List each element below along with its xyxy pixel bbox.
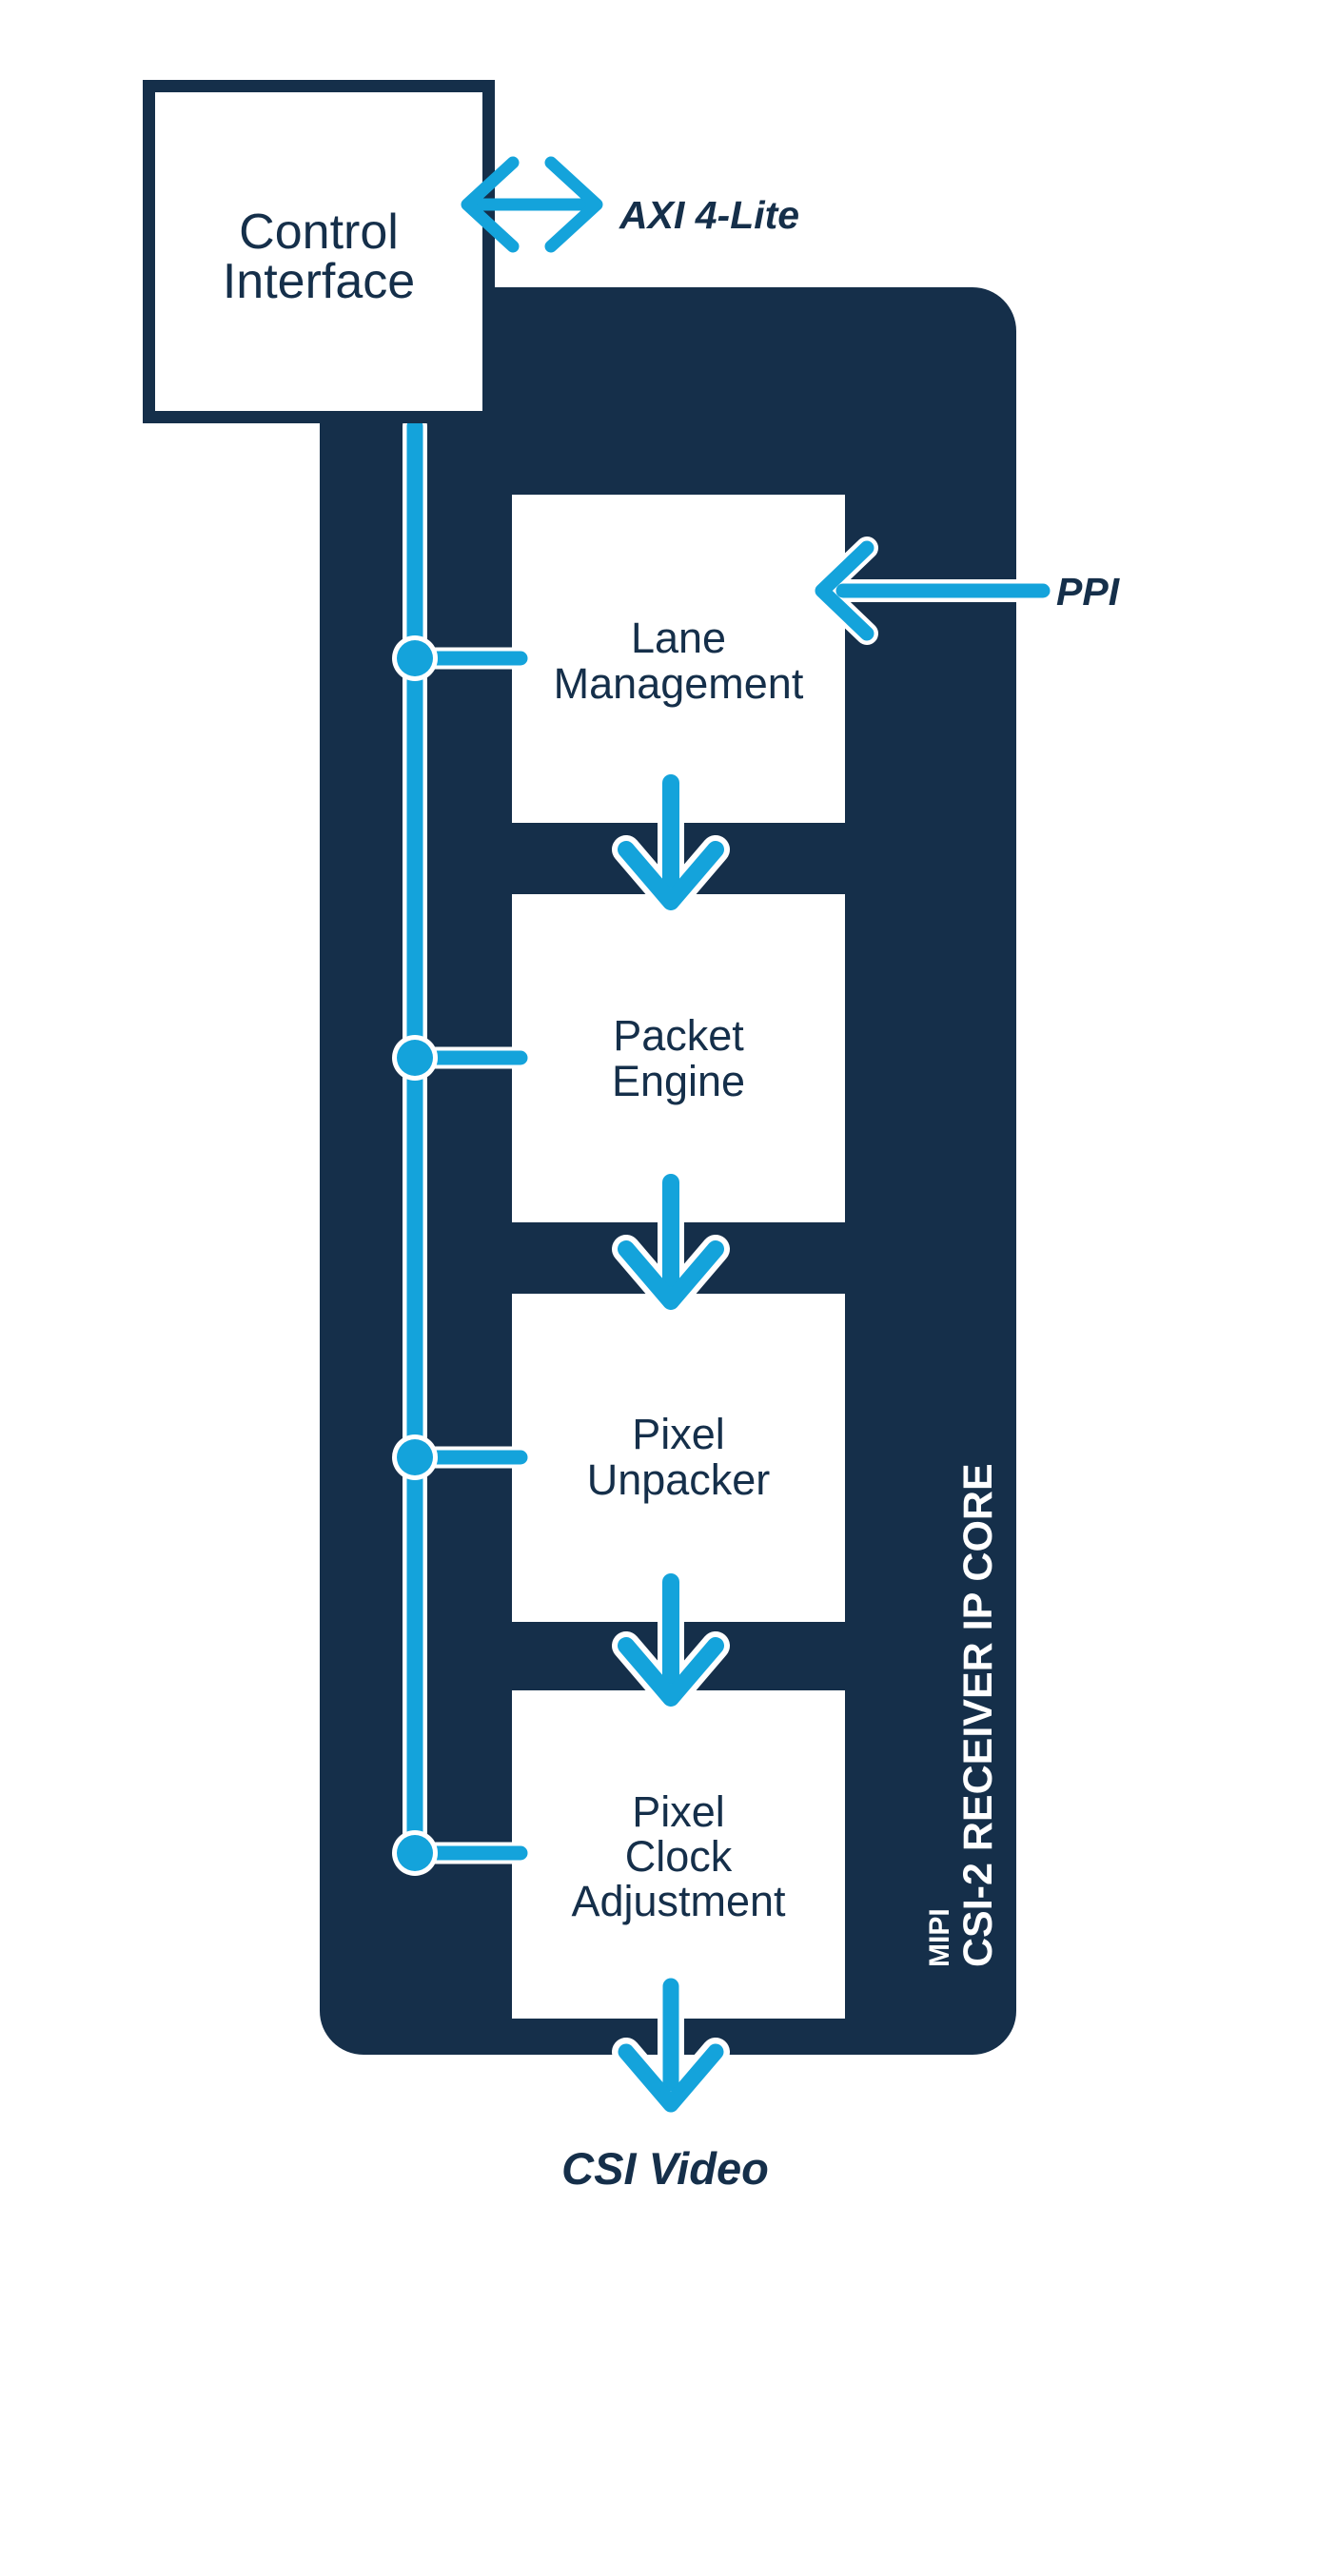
block-lane-management-label-1: Lane: [631, 614, 726, 662]
control-interface-block: Control Interface: [143, 80, 495, 423]
csi-video-label: CSI Video: [561, 2143, 769, 2194]
block-lane-management: Lane Management: [512, 495, 845, 823]
control-interface-label-2: Interface: [223, 254, 415, 309]
block-lane-management-label-2: Management: [554, 659, 804, 708]
block-pixel-clock-adjustment: Pixel Clock Adjustment: [512, 1690, 845, 2019]
block-packet-engine: Packet Engine: [512, 894, 845, 1222]
block-pixel-unpacker-label-2: Unpacker: [587, 1455, 771, 1504]
block-packet-engine-label-2: Engine: [612, 1057, 745, 1105]
control-interface-label-1: Control: [239, 205, 399, 260]
bus-junction-dot-4: [397, 1835, 433, 1871]
block-pixel-clock-adjustment-box: [512, 1690, 845, 2019]
control-bus: [392, 414, 532, 1876]
flow-arrow-1-icon: [612, 770, 730, 916]
ppi-arrow-icon: [811, 537, 1054, 645]
core-title-line2: CSI-2 RECEIVER IP CORE: [955, 1463, 1001, 1967]
block-pixel-clock-adjustment-label-1: Pixel: [632, 1787, 725, 1836]
flow-arrow-2-icon: [612, 1169, 730, 1316]
bus-junction-dot-2: [397, 1040, 433, 1076]
block-packet-engine-box: [512, 894, 845, 1222]
control-interface-box: [143, 80, 495, 423]
core-title-line1: MIPI: [924, 1908, 955, 1967]
ppi-port-label: PPI: [1056, 570, 1121, 614]
block-pixel-unpacker: Pixel Unpacker: [512, 1294, 845, 1622]
block-pixel-unpacker-label-1: Pixel: [632, 1410, 725, 1458]
csi-output-arrow-icon: [612, 1973, 730, 2118]
bus-junction-dot-3: [397, 1439, 433, 1475]
block-packet-engine-label-1: Packet: [613, 1011, 744, 1060]
flow-arrow-3-icon: [612, 1569, 730, 1712]
bus-junction-dot-1: [397, 640, 433, 676]
block-lane-management-box: [512, 495, 845, 823]
axi-bidirectional-arrow-icon: [461, 156, 603, 253]
block-pixel-unpacker-box: [512, 1294, 845, 1622]
block-pixel-clock-adjustment-label-3: Adjustment: [571, 1877, 786, 1925]
block-pixel-clock-adjustment-label-2: Clock: [625, 1832, 733, 1881]
axi-port-label: AXI 4-Lite: [619, 193, 799, 237]
